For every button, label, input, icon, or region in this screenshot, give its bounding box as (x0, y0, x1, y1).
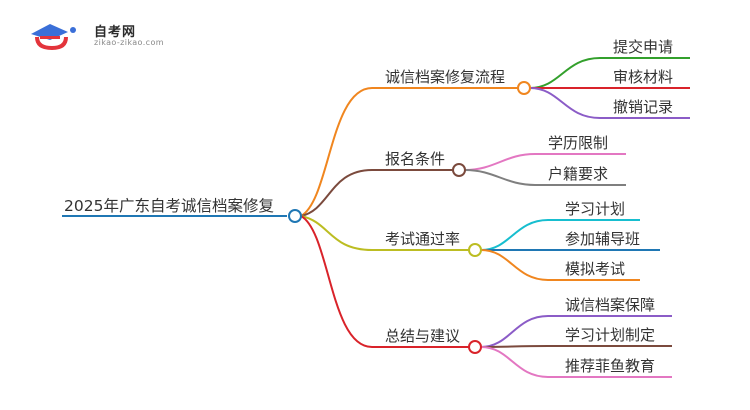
logo-subtitle: zikao-zikao.com (94, 38, 164, 47)
branch-connector-1 (300, 87, 373, 217)
leaf-label-2-1[interactable]: 学历限制 (548, 134, 608, 152)
root-node-label[interactable]: 2025年广东自考诚信档案修复 (64, 197, 274, 215)
branch-node-circle-4[interactable] (468, 340, 482, 354)
logo-mark-icon (31, 24, 76, 50)
branch-label-2[interactable]: 报名条件 (385, 150, 445, 168)
branch-node-circle-1[interactable] (517, 81, 531, 95)
logo-title: 自考网 (94, 25, 137, 40)
leaf-label-4-3[interactable]: 推荐菲鱼教育 (565, 357, 655, 375)
leaf-connector-2-1 (464, 153, 536, 171)
leaf-connector-4-3 (480, 346, 549, 378)
leaf-label-3-2[interactable]: 参加辅导班 (565, 230, 640, 248)
leaf-connector-3-1 (480, 219, 549, 251)
leaf-label-2-2[interactable]: 户籍要求 (548, 165, 608, 183)
branch-node-circle-2[interactable] (452, 163, 466, 177)
leaf-label-1-2[interactable]: 审核材料 (613, 68, 673, 86)
leaf-label-4-1[interactable]: 诚信档案保障 (565, 296, 655, 314)
leaf-label-1-3[interactable]: 撤销记录 (613, 98, 673, 116)
leaf-connector-2-2 (464, 169, 536, 186)
leaf-connector-3-3 (480, 249, 549, 281)
root-node-circle[interactable] (288, 209, 302, 223)
leaf-label-3-1[interactable]: 学习计划 (565, 200, 625, 218)
branch-node-circle-3[interactable] (468, 243, 482, 257)
leaf-connector-4-2 (480, 345, 549, 348)
branch-connector-4 (300, 215, 373, 348)
leaf-label-3-3[interactable]: 模拟考试 (565, 260, 625, 278)
leaf-connector-1-3 (529, 87, 601, 119)
leaf-connector-4-1 (480, 315, 549, 348)
site-logo[interactable]: 自考网 zikao-zikao.com (28, 20, 168, 50)
branch-label-4[interactable]: 总结与建议 (385, 327, 460, 345)
leaf-connector-1-1 (529, 57, 601, 89)
branch-label-1[interactable]: 诚信档案修复流程 (385, 68, 505, 86)
leaf-label-4-2[interactable]: 学习计划制定 (565, 326, 655, 344)
leaf-label-1-1[interactable]: 提交申请 (613, 38, 673, 56)
branch-connector-3 (300, 215, 373, 251)
branch-label-3[interactable]: 考试通过率 (385, 230, 460, 248)
branch-connector-2 (300, 169, 373, 217)
